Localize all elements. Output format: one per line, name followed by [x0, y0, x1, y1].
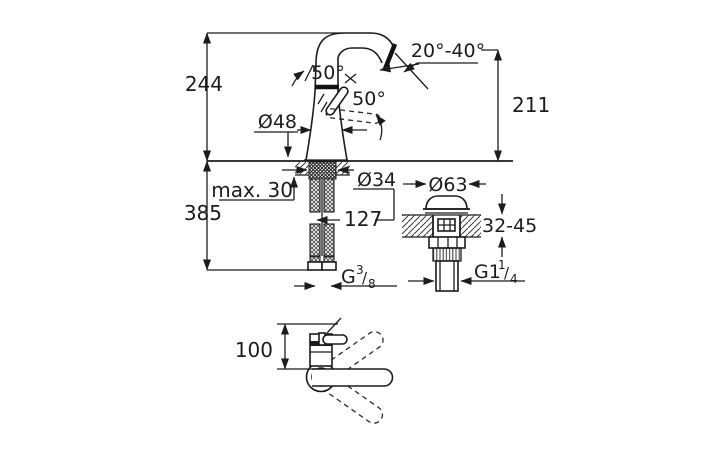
- top-view-housing: [309, 317, 348, 367]
- spout-swivel-down: [315, 369, 384, 424]
- dimension-100: 100: [235, 323, 338, 370]
- drain-counter-section: [402, 214, 481, 238]
- spout-solid-position: [312, 368, 394, 387]
- hose-nut-right: [321, 261, 337, 271]
- dimension-height-244: 244: [185, 32, 223, 162]
- dim-50deg-swivel-label: 50°: [311, 62, 345, 84]
- dim-d63-label: Ø63: [428, 174, 467, 196]
- drain-body: [428, 215, 466, 292]
- dim-g114-label: G1 1 / 4: [474, 254, 518, 286]
- dimension-cap-diameter: Ø63: [403, 174, 486, 196]
- spout-tip-face: [382, 43, 398, 70]
- spout-inner: [337, 47, 383, 64]
- handle-annotations: 50° 50°: [291, 62, 386, 141]
- dimension-max-30: max. 30: [211, 176, 298, 202]
- dim-32-45-label: 32-45: [482, 215, 537, 237]
- dimension-hose-127: 127: [316, 207, 382, 231]
- hose-nut-left: [307, 261, 323, 271]
- angle-tick: [304, 64, 314, 82]
- supply-hoses: [307, 178, 337, 271]
- dim-g38-label: G 3 / 8: [341, 259, 376, 291]
- dim-20-40-label: 20°-40°: [411, 40, 485, 62]
- dim-211-label: 211: [512, 93, 550, 117]
- dim-d34-label: Ø34: [357, 169, 396, 191]
- dim-100-label: 100: [235, 338, 273, 362]
- dimension-height-385: 385: [184, 160, 222, 271]
- dimension-supply-thread: G 3 / 8: [294, 259, 397, 291]
- lever-tip-cross: [344, 73, 357, 84]
- stream-angle-line: [394, 52, 429, 90]
- lever-raised-line: [326, 317, 342, 334]
- lift-arc-arrow: [375, 114, 386, 141]
- dimension-drain-thread: G1 1 / 4: [408, 254, 525, 286]
- top-view: 100: [235, 317, 394, 424]
- lever-open-position: [325, 86, 349, 116]
- drain-cap: [423, 195, 470, 214]
- front-view: 244 385 max. 30: [184, 32, 550, 291]
- dimension-height-211: 211: [494, 49, 550, 162]
- dimension-base-diameter: Ø48: [254, 111, 367, 158]
- mounting-shank: Ø34: [282, 161, 396, 221]
- drain-view: Ø63 32-45: [402, 174, 537, 292]
- lever-closed-position: [325, 108, 381, 124]
- dim-50deg-lift-label: 50°: [352, 88, 386, 110]
- drain-pipe: [435, 260, 459, 292]
- dim-max30-label: max. 30: [211, 178, 293, 202]
- dim-d48-label: Ø48: [258, 111, 297, 133]
- spout-outer: [315, 32, 395, 65]
- dim-244-label: 244: [185, 72, 223, 96]
- reference-lines: [207, 32, 513, 271]
- lever-top-view: [322, 334, 348, 345]
- dimension-counter-range: 32-45: [482, 194, 537, 257]
- dim-127-label: 127: [344, 207, 382, 231]
- dim-385-label: 385: [184, 201, 222, 225]
- spout-swivel-up: [316, 330, 384, 385]
- spout-angle-annotation: 20°-40°: [379, 40, 498, 90]
- swivel-arc-arrow: [291, 70, 305, 87]
